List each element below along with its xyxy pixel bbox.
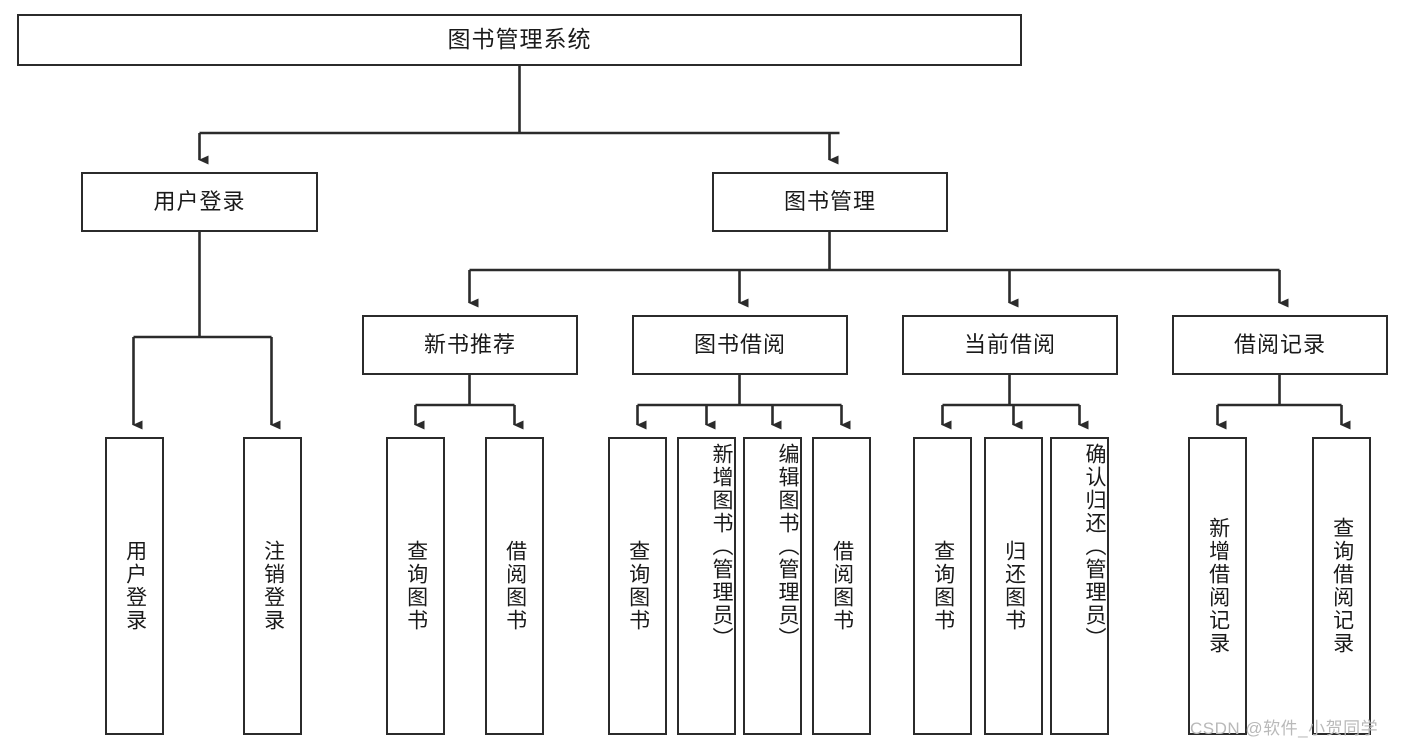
node-book-manage[interactable]: 图书管理 [712,172,948,232]
leaf-query-book-3[interactable]: 查询图书 [913,437,972,735]
node-book-borrow[interactable]: 图书借阅 [632,315,848,375]
leaf-add-book-admin-label: 新增图书（管理员） [710,443,733,650]
leaf-confirm-return-admin-label: 确认归还（管理员） [1083,443,1106,650]
node-book-borrow-label: 图书借阅 [693,331,786,357]
leaf-query-book-2[interactable]: 查询图书 [608,437,667,735]
leaf-edit-book-admin-label: 编辑图书（管理员） [776,443,799,650]
node-user-login-label: 用户登录 [153,188,246,214]
node-new-book-recommend[interactable]: 新书推荐 [362,315,578,375]
leaf-return-book[interactable]: 归还图书 [984,437,1043,735]
leaf-edit-book-admin[interactable]: 编辑图书（管理员） [743,437,802,735]
leaf-query-borrow-record-label: 查询借阅记录 [1330,517,1354,655]
node-root-system[interactable]: 图书管理系统 [17,14,1022,66]
leaf-user-login-label: 用户登录 [123,540,147,632]
node-book-manage-label: 图书管理 [783,188,876,214]
leaf-borrow-book-1-label: 借阅图书 [503,540,527,632]
leaf-query-book-1-label: 查询图书 [404,540,428,632]
node-current-borrow[interactable]: 当前借阅 [902,315,1118,375]
leaf-user-login[interactable]: 用户登录 [105,437,164,735]
leaf-query-borrow-record[interactable]: 查询借阅记录 [1312,437,1371,735]
leaf-add-borrow-record[interactable]: 新增借阅记录 [1188,437,1247,735]
leaf-confirm-return-admin[interactable]: 确认归还（管理员） [1050,437,1109,735]
leaf-borrow-book-2-label: 借阅图书 [830,540,854,632]
node-borrow-record[interactable]: 借阅记录 [1172,315,1388,375]
leaf-add-book-admin[interactable]: 新增图书（管理员） [677,437,736,735]
node-current-borrow-label: 当前借阅 [963,331,1056,357]
leaf-logout[interactable]: 注销登录 [243,437,302,735]
leaf-logout-label: 注销登录 [261,540,285,632]
leaf-add-borrow-record-label: 新增借阅记录 [1206,517,1230,655]
leaf-query-book-2-label: 查询图书 [626,540,650,632]
leaf-borrow-book-1[interactable]: 借阅图书 [485,437,544,735]
leaf-borrow-book-2[interactable]: 借阅图书 [812,437,871,735]
node-root-system-label: 图书管理系统 [447,26,592,53]
node-user-login[interactable]: 用户登录 [81,172,318,232]
node-borrow-record-label: 借阅记录 [1233,331,1326,357]
leaf-query-book-3-label: 查询图书 [931,540,955,632]
leaf-return-book-label: 归还图书 [1002,540,1026,632]
csdn-watermark: CSDN @软件_小贺同学 [1190,719,1379,738]
leaf-query-book-1[interactable]: 查询图书 [386,437,445,735]
node-new-book-recommend-label: 新书推荐 [423,331,516,357]
